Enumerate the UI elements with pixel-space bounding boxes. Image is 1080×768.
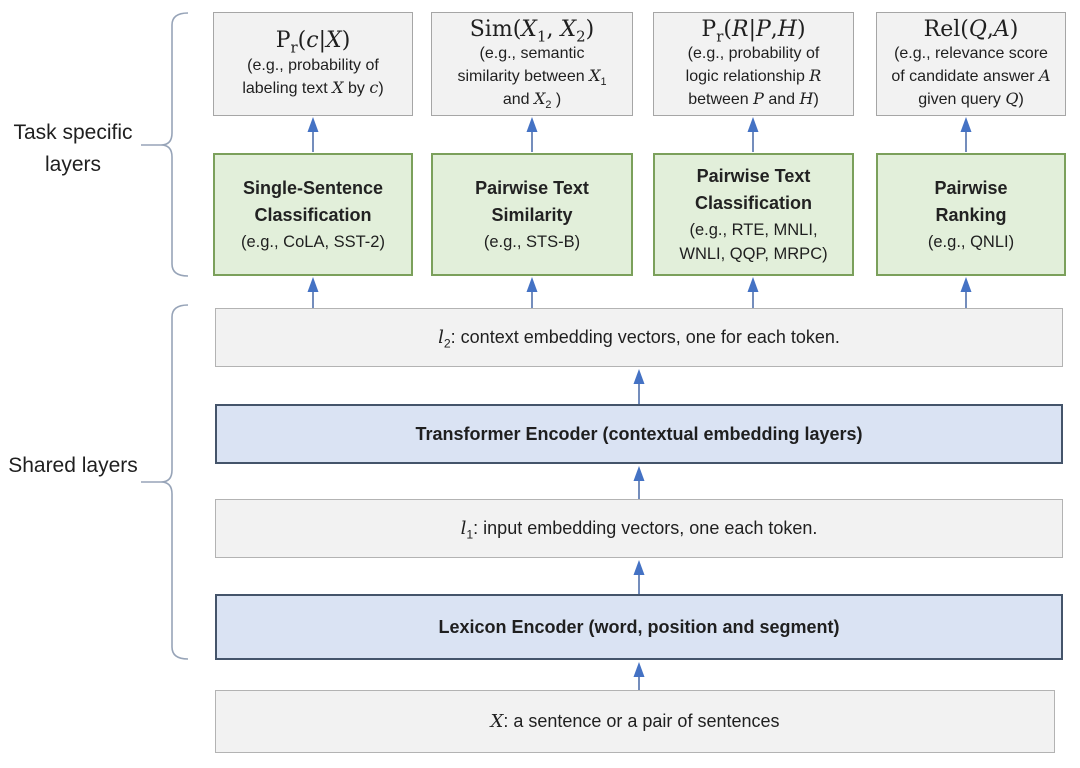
output-box-pairwise-classification: Pr(R|P,H) (e.g., probability of logic re…: [653, 12, 854, 116]
l1-bar-text: l1: input embedding vectors, one each to…: [460, 518, 818, 542]
task-title: Single-Sentence Classification: [242, 177, 384, 225]
input-bar-text: X: a sentence or a pair of sentences: [490, 711, 780, 732]
output-description: (e.g., probability of logic relationship…: [685, 45, 822, 109]
task-title: Pairwise Text Classification: [694, 165, 813, 213]
label-task-specific-layers: Task specific layers: [13, 121, 133, 176]
lexicon-encoder-bar: Lexicon Encoder (word, position and segm…: [215, 594, 1063, 660]
l1-input-embedding-bar: l1: input embedding vectors, one each to…: [215, 499, 1063, 558]
up-arrow: [747, 117, 759, 152]
transformer-encoder-label: Transformer Encoder (contextual embeddin…: [415, 423, 863, 444]
l2-bar-text: l2: context embedding vectors, one for e…: [438, 327, 840, 351]
output-formula: Pr(c|X): [275, 28, 351, 57]
task-examples: (e.g., CoLA, SST-2): [241, 232, 385, 251]
label-shared-layers: Shared layers: [8, 454, 138, 477]
up-arrow: [307, 117, 319, 152]
task-examples: (e.g., QNLI): [927, 232, 1015, 251]
task-box-single-sentence-classification: Single-Sentence Classification (e.g., Co…: [213, 153, 413, 276]
up-arrow: [633, 560, 645, 594]
output-formula: Rel(Q,A): [923, 16, 1019, 42]
output-box-single-sentence: Pr(c|X) (e.g., probability of labeling t…: [213, 12, 413, 116]
up-arrow: [633, 466, 645, 499]
output-description: (e.g., probability of labeling text X by…: [242, 56, 384, 97]
up-arrow: [960, 117, 972, 152]
task-title: Pairwise Text Similarity: [475, 177, 589, 225]
output-box-similarity: Sim(X1, X2) (e.g., semantic similarity b…: [431, 12, 633, 116]
task-box-pairwise-text-similarity: Pairwise Text Similarity (e.g., STS-B): [431, 153, 633, 276]
task-examples: (e.g., STS-B): [483, 232, 581, 251]
lexicon-encoder-label: Lexicon Encoder (word, position and segm…: [438, 616, 840, 637]
output-formula: Sim(X1, X2): [469, 16, 595, 46]
output-box-ranking: Rel(Q,A) (e.g., relevance score of candi…: [876, 12, 1066, 116]
up-arrow: [526, 117, 538, 152]
up-arrow: [747, 277, 759, 308]
output-formula: Pr(R|P,H): [701, 16, 806, 46]
task-title: Pairwise Ranking: [934, 177, 1008, 225]
task-examples: (e.g., RTE, MNLI, WNLI, QQP, MRPC): [679, 220, 828, 263]
brace-shared-layers: [141, 304, 189, 660]
up-arrow: [526, 277, 538, 308]
l2-context-embedding-bar: l2: context embedding vectors, one for e…: [215, 308, 1063, 367]
input-sentence-bar: X: a sentence or a pair of sentences: [215, 690, 1055, 753]
output-description: (e.g., semantic similarity between X1 an…: [457, 45, 607, 112]
task-box-pairwise-ranking: Pairwise Ranking (e.g., QNLI): [876, 153, 1066, 276]
transformer-encoder-bar: Transformer Encoder (contextual embeddin…: [215, 404, 1063, 464]
up-arrow: [633, 662, 645, 690]
brace-task-specific-layers: [141, 12, 189, 277]
task-box-pairwise-text-classification: Pairwise Text Classification (e.g., RTE,…: [653, 153, 854, 276]
up-arrow: [960, 277, 972, 308]
up-arrow: [633, 369, 645, 404]
output-description: (e.g., relevance score of candidate answ…: [891, 45, 1051, 109]
up-arrow: [307, 277, 319, 308]
